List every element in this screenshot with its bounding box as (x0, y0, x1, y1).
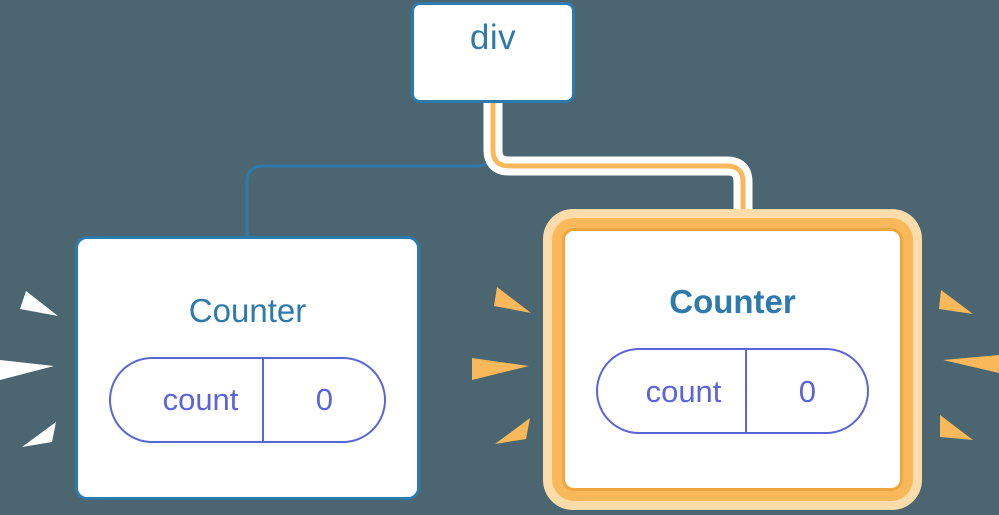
edge-div-to-counter-right (490, 103, 746, 228)
spark-icon (943, 355, 999, 373)
spark-icon (20, 291, 58, 316)
spark-icon (494, 287, 531, 313)
node-counter-left-label: Counter (188, 291, 307, 329)
sparks-right-of-counter-right (939, 290, 999, 440)
state-pill-counter-left: count 0 (108, 356, 387, 443)
sparks-left-of-counter-left (0, 291, 58, 447)
node-div[interactable]: div (411, 2, 575, 103)
spark-icon (0, 360, 54, 380)
state-value-label: 0 (262, 358, 384, 441)
spark-icon (940, 415, 973, 440)
state-key-label: count (645, 373, 722, 409)
state-value-label: 0 (745, 350, 867, 432)
sparks-right-of-counter-left (472, 287, 531, 444)
state-key-label: count (162, 382, 239, 417)
node-counter-right[interactable]: Counter count 0 (562, 228, 903, 491)
spark-icon (495, 418, 530, 444)
spark-icon (472, 358, 529, 380)
spark-icon (22, 422, 56, 447)
node-counter-right-label: Counter (669, 283, 796, 320)
spark-icon (939, 290, 973, 314)
state-pill-counter-right: count 0 (595, 348, 870, 434)
node-counter-left[interactable]: Counter count 0 (75, 236, 420, 500)
node-div-label: div (469, 18, 517, 57)
